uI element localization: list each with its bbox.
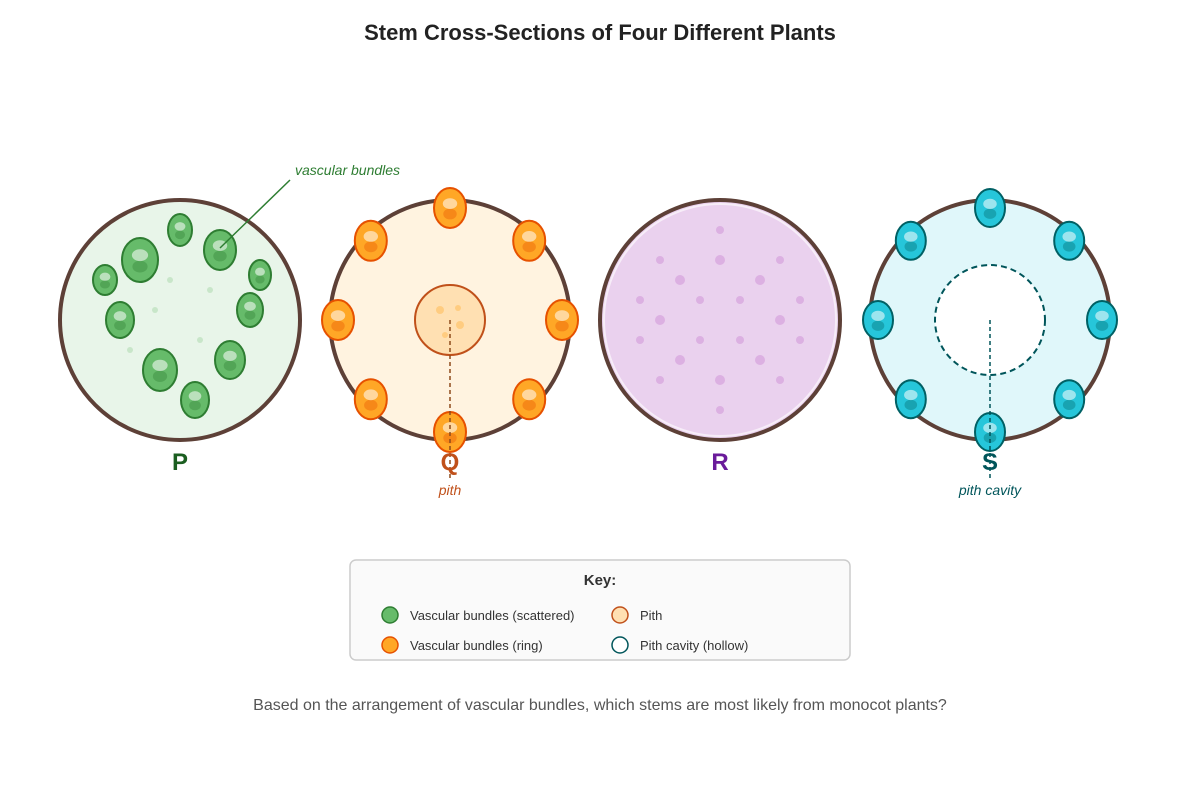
key-label-scattered: Vascular bundles (scattered) bbox=[410, 608, 575, 623]
vascular-bundle-ring bbox=[512, 219, 547, 262]
stem-q-pith-dots bbox=[436, 305, 464, 338]
tissue-dot bbox=[636, 336, 644, 344]
tissue-dot bbox=[675, 355, 685, 365]
tissue-dot bbox=[755, 355, 765, 365]
tissue-dot bbox=[796, 296, 804, 304]
tissue-dot bbox=[716, 406, 724, 414]
stem-q-label: Q bbox=[441, 449, 460, 476]
stem-r-inner-ring bbox=[603, 203, 837, 437]
key-title: Key: bbox=[584, 572, 617, 589]
stem-r-outline bbox=[598, 198, 842, 442]
key-swatch-ring bbox=[381, 636, 399, 654]
vascular-bundle-scattered bbox=[167, 213, 193, 247]
vascular-bundle-ring bbox=[894, 379, 927, 420]
key-label-pith: Pith bbox=[640, 608, 662, 623]
vascular-bundle-ring bbox=[433, 187, 467, 229]
question-text: Based on the arrangement of vascular bun… bbox=[253, 697, 947, 714]
tissue-dot bbox=[675, 275, 685, 285]
stem-p-label: P bbox=[172, 449, 188, 476]
vascular-bundle-ring bbox=[862, 300, 894, 340]
tissue-dot bbox=[636, 296, 644, 304]
tissue-dot bbox=[656, 376, 664, 384]
key-swatch-pith bbox=[611, 606, 629, 624]
stem-s-vascular-bundles bbox=[862, 188, 1118, 452]
vascular-bundle-scattered bbox=[92, 264, 118, 296]
key-swatch-scattered bbox=[381, 606, 399, 624]
tissue-dot bbox=[716, 226, 724, 234]
stem-r-label: R bbox=[711, 449, 728, 476]
key-background bbox=[349, 559, 851, 661]
stem-s: S pith cavity bbox=[862, 188, 1118, 498]
tissue-dot bbox=[696, 336, 704, 344]
stem-p-outline bbox=[58, 198, 302, 442]
tissue-dot bbox=[776, 256, 784, 264]
tissue-dot bbox=[775, 315, 785, 325]
stem-p-vascular-bundles bbox=[92, 213, 272, 419]
pith-annotation: pith bbox=[438, 482, 462, 498]
tissue-dot bbox=[755, 275, 765, 285]
vascular-bundle-scattered bbox=[180, 381, 210, 419]
tissue-dot bbox=[715, 255, 725, 265]
vascular-bundle-ring bbox=[974, 412, 1006, 452]
key-box: Key: Vascular bundles (scattered) Pith V… bbox=[349, 559, 851, 661]
stem-s-label: S bbox=[982, 449, 998, 476]
vascular-bundle-ring bbox=[353, 219, 388, 262]
tissue-dot bbox=[715, 375, 725, 385]
stem-p-ground-dots bbox=[127, 277, 213, 353]
vascular-bundle-ring bbox=[1053, 379, 1086, 420]
vascular-bundle-ring bbox=[1053, 220, 1086, 261]
vascular-bundle-scattered bbox=[203, 229, 237, 271]
tissue-dot bbox=[656, 256, 664, 264]
vascular-bundle-ring bbox=[1086, 300, 1118, 340]
vascular-bundle-ring bbox=[974, 188, 1006, 228]
vascular-bundle-scattered bbox=[105, 301, 135, 339]
vascular-bundles-annotation: vascular bundles bbox=[295, 162, 400, 178]
stem-r-tissue-dots bbox=[636, 226, 804, 414]
tissue-dot bbox=[736, 336, 744, 344]
vascular-bundle-ring bbox=[512, 378, 547, 421]
tissue-dot bbox=[655, 315, 665, 325]
tissue-dot bbox=[776, 376, 784, 384]
vascular-bundle-scattered bbox=[214, 340, 246, 380]
vascular-bundle-ring bbox=[894, 220, 927, 261]
vascular-bundle-scattered bbox=[142, 348, 178, 392]
key-label-ring: Vascular bundles (ring) bbox=[410, 638, 543, 653]
vascular-bundle-ring bbox=[545, 299, 579, 341]
tissue-dot bbox=[796, 336, 804, 344]
vascular-bundle-ring bbox=[321, 299, 355, 341]
tissue-dot bbox=[736, 296, 744, 304]
stem-p: vascular bundles P bbox=[58, 162, 400, 476]
tissue-dot bbox=[696, 296, 704, 304]
vascular-bundle-ring bbox=[353, 378, 388, 421]
vascular-bundles-pointer bbox=[219, 179, 291, 249]
stem-q: Q pith bbox=[321, 187, 579, 498]
pith-cavity-annotation: pith cavity bbox=[958, 482, 1022, 498]
vascular-bundle-scattered bbox=[248, 259, 272, 291]
vascular-bundle-scattered bbox=[236, 292, 264, 328]
key-label-cavity: Pith cavity (hollow) bbox=[640, 638, 748, 653]
key-swatch-cavity bbox=[611, 636, 629, 654]
stem-r: R bbox=[598, 198, 842, 476]
vascular-bundle-scattered bbox=[121, 237, 159, 283]
diagram-title: Stem Cross-Sections of Four Different Pl… bbox=[364, 20, 836, 45]
